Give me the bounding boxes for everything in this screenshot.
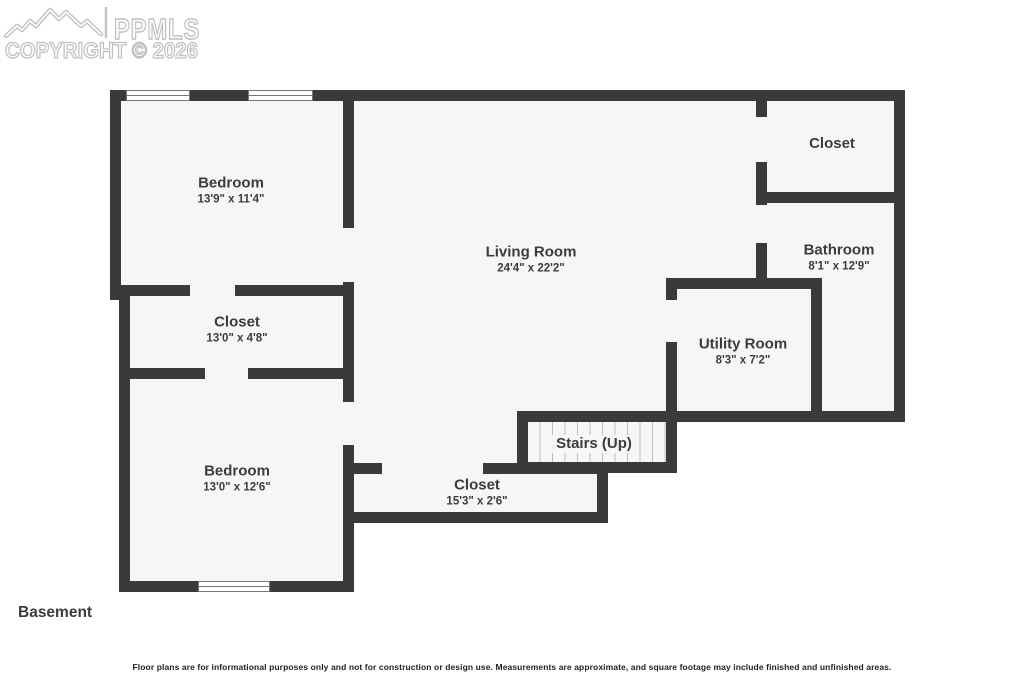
wall-segment: [517, 411, 905, 422]
wall-segment: [517, 411, 528, 473]
room-name: Living Room: [485, 243, 577, 261]
brand-text: PPMLS: [114, 14, 200, 46]
wall-segment: [110, 285, 190, 296]
room-area-left-lower: [119, 288, 354, 592]
room-label-stairs: Stairs (Up): [552, 435, 636, 453]
copyright-text: COPYRIGHT © 2026: [5, 38, 198, 62]
wall-segment: [597, 463, 608, 523]
window-marker: [248, 90, 313, 101]
wall-segment: [756, 243, 767, 289]
room-name: Stairs (Up): [556, 435, 632, 452]
room-label-bathroom: Bathroom 8'1" x 12'9": [804, 242, 875, 275]
wall-segment: [756, 192, 905, 203]
room-name: Bedroom: [204, 462, 270, 480]
floor-name: Basement: [18, 604, 93, 621]
wall-segment: [666, 342, 677, 473]
room-dims: 15'3" x 2'6": [446, 495, 508, 508]
window-marker: [126, 90, 190, 101]
wall-segment: [343, 90, 354, 228]
wall-segment: [756, 90, 767, 117]
room-label-closet-bottom: Closet 15'3" x 2'6": [446, 477, 507, 510]
room-name: Bathroom: [803, 241, 875, 259]
room-dims: 13'0" x 12'6": [203, 481, 271, 494]
wall-segment: [894, 90, 905, 422]
room-name: Bedroom: [198, 174, 264, 192]
wall-segment: [666, 278, 822, 289]
wall-segment: [343, 282, 354, 402]
room-label-closet-top-right: Closet: [809, 135, 855, 153]
room-dims: 8'1" x 12'9": [808, 260, 870, 273]
room-name: Closet: [809, 135, 855, 152]
wall-segment: [248, 368, 354, 379]
wall-segment: [343, 463, 382, 474]
wall-segment: [666, 278, 677, 300]
wall-segment: [343, 512, 608, 523]
window-marker: [198, 581, 270, 592]
ppmls-logo: PPMLS COPYRIGHT © 2026: [3, 7, 200, 62]
wall-segment: [811, 289, 822, 411]
room-name: Utility Room: [698, 335, 788, 353]
room-name: Closet: [214, 313, 260, 331]
wall-segment: [110, 90, 121, 300]
room-name: Closet: [454, 476, 500, 494]
room-dims: 13'0" x 4'8": [206, 332, 268, 345]
room-label-bedroom-bottom: Bedroom 13'0" x 12'6": [203, 463, 271, 496]
wall-segment: [235, 285, 354, 296]
wall-segment: [119, 288, 130, 592]
wall-segment: [483, 463, 608, 474]
room-dims: 8'3" x 7'2": [715, 354, 771, 367]
room-label-closet-mid: Closet 13'0" x 4'8": [206, 314, 267, 347]
disclaimer-text: Floor plans are for informational purpos…: [132, 662, 892, 672]
wall-segment: [110, 90, 905, 101]
wall-segment: [756, 162, 767, 205]
room-label-living-room: Living Room 24'4" x 22'2": [486, 244, 577, 277]
room-label-utility-room: Utility Room 8'3" x 7'2": [699, 336, 787, 369]
room-area-bedroom-top: [110, 90, 354, 296]
wall-segment: [119, 368, 205, 379]
room-dims: 24'4" x 22'2": [497, 262, 565, 275]
room-dims: 13'9" x 11'4": [197, 193, 265, 206]
room-label-bedroom-top: Bedroom 13'9" x 11'4": [198, 175, 265, 208]
